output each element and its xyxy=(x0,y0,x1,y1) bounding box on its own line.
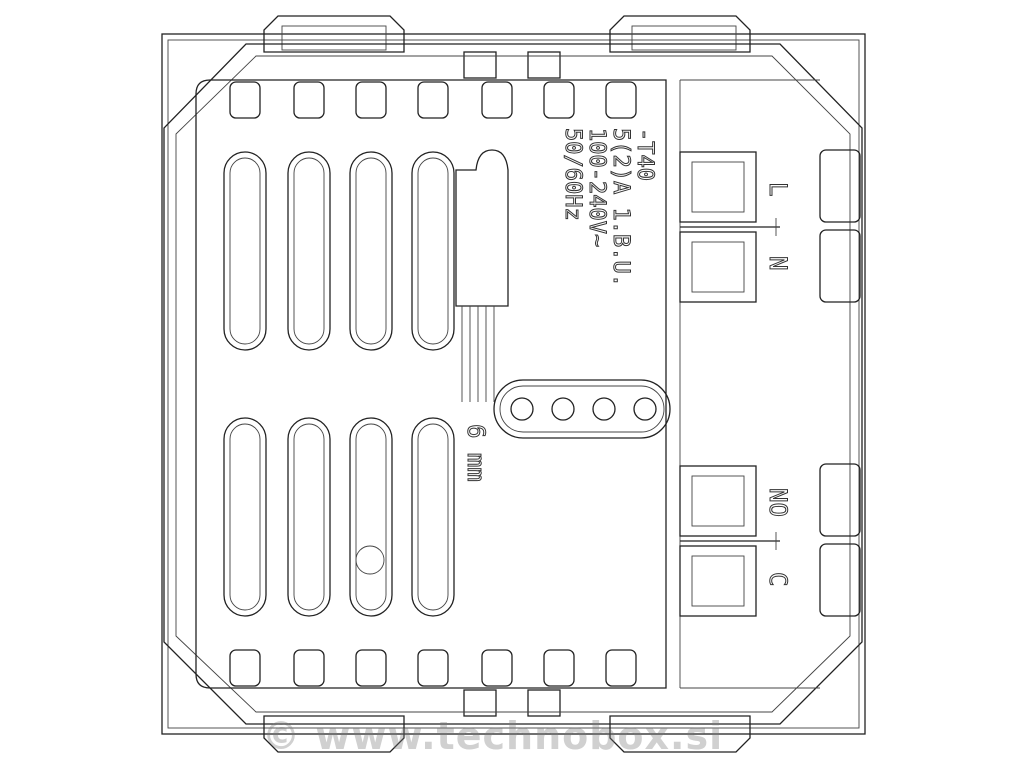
side-clips-right xyxy=(819,149,861,617)
watermark: © www.technobox.si xyxy=(262,714,724,758)
bottom-clips xyxy=(263,689,751,753)
terminal-label-no: NO xyxy=(764,488,792,517)
outer-frame xyxy=(161,33,866,735)
module-body xyxy=(163,43,863,725)
terminal-block-ln xyxy=(679,151,780,303)
vent-slots-upper xyxy=(223,151,455,351)
terminal-block-noc xyxy=(679,465,780,617)
terminal-label-c: C xyxy=(764,572,792,586)
bottom-pad-row xyxy=(229,649,637,687)
vent-slots-lower xyxy=(223,417,455,617)
spec-line-4: 50/60Hz xyxy=(560,128,585,221)
top-clips xyxy=(263,15,751,79)
terminal-label-n: N xyxy=(764,256,792,270)
strip-length-label: 6 mm xyxy=(462,424,490,482)
top-pad-row xyxy=(229,81,637,119)
spec-line-3: 100-240V~ xyxy=(584,128,609,247)
spec-line-2: 5(2)A 1.B.U. xyxy=(608,128,633,287)
terminal-label-l: L xyxy=(764,182,792,196)
spec-line-1: -T40 xyxy=(632,128,657,181)
ribbon-connector xyxy=(455,149,509,402)
led-strip xyxy=(493,379,671,439)
